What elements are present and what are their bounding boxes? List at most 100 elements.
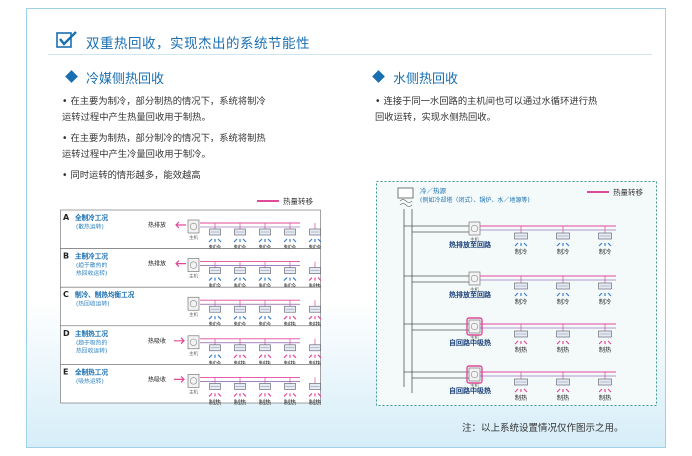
heat-arrow-icon: [308, 277, 322, 282]
indoor-unit-icon: 制热: [308, 344, 322, 368]
cool-arrow-icon: [556, 242, 570, 247]
unit-label: 主机: [189, 234, 198, 241]
indoor-unit-icon: 制冷: [258, 305, 272, 329]
unit-mode-label: 制冷: [234, 321, 246, 329]
unit-mode-label: 制冷: [209, 244, 221, 252]
indoor-unit-icon: 制热: [283, 344, 297, 368]
row-subtitle: 热回收运转): [76, 346, 107, 354]
bullet-1-line-2: 运转过程中产生热量回收用于制热。: [62, 111, 211, 123]
unit-mode-label: 制冷: [209, 321, 221, 329]
unit-mode-label: 制热: [309, 398, 322, 406]
right-bullets: • 连接于同一水回路的主机间也可以通过水循环进行热 回收运转，实现水侧热回收。: [375, 94, 655, 125]
outdoor-unit-icon: 主机: [187, 335, 200, 357]
unit-mode-label: 制热: [515, 346, 528, 354]
unit-mode-label: 制热: [515, 394, 528, 402]
heat-arrow-icon: [308, 315, 322, 320]
unit-mode-label: 制冷: [599, 248, 611, 256]
unit-mode-label: 制热: [599, 346, 612, 354]
heat-source-box: [397, 187, 414, 199]
heat-action-label: 热排放: [148, 260, 166, 268]
unit-mode-label: 制冷: [599, 298, 611, 306]
indoor-unit-icon: 制热: [514, 378, 528, 402]
heat-highlight: [466, 317, 483, 336]
unit-mode-label: 制热: [284, 360, 297, 368]
indoor-unit-icon: 制热: [233, 344, 247, 368]
indoor-unit-icon: 制冷: [283, 228, 297, 252]
outdoor-unit-icon: 主机: [468, 367, 481, 389]
heat-arrow-icon: [556, 388, 570, 393]
indoor-unit-icon: 制冷: [208, 344, 222, 368]
unit-mode-label: 制热: [309, 321, 322, 329]
unit-label: 主机: [189, 273, 198, 280]
outdoor-unit-icon: 主机: [468, 221, 481, 243]
left-bullets: • 在主要为制冷，部分制热的情况下，系统将制冷 运转过程中产生热量回收用于制热。…: [62, 94, 332, 184]
cool-arrow-icon: [233, 238, 247, 243]
water-branch-line: [404, 323, 469, 331]
cool-arrow-icon: [514, 292, 528, 297]
refrigerant-heat-recovery-diagram: 热量转移 A全制冷工况(散热运转)主机热排放制冷制冷制冷制冷制冷B主制冷工况(趋…: [60, 196, 322, 406]
heat-arrow-icon: [308, 354, 322, 359]
row-subtitle: (热回收运转): [76, 300, 110, 308]
left-heading: 冷媒侧热回收: [86, 72, 165, 87]
row-title: 全制冷工况: [74, 213, 108, 222]
heat-arrow-icon: [308, 392, 322, 397]
cool-arrow-icon: [208, 238, 222, 243]
row-title: 制冷、制热均衡工况: [75, 290, 135, 299]
indoor-unit-icon: 制冷: [308, 228, 322, 252]
unit-mode-label: 制热: [309, 360, 322, 368]
legend-label: 热量转移: [613, 187, 643, 197]
heat-arrow-icon: [258, 392, 272, 397]
row-letter: C: [63, 290, 69, 299]
row-title: 主制冷工况: [75, 252, 108, 261]
row-subtitle: (趋于吸热的: [76, 338, 107, 346]
cool-arrow-icon: [208, 354, 222, 359]
right-bullet-line-1: • 连接于同一水回路的主机间也可以通过水循环进行热: [375, 96, 598, 107]
unit-mode-label: 制热: [284, 321, 297, 329]
row-subtitle: (散热运转): [76, 223, 104, 231]
unit-mode-label: 制冷: [259, 321, 271, 329]
heat-arrow-icon: [258, 354, 272, 359]
unit-label: 主机: [470, 382, 479, 389]
cool-arrow-icon: [598, 242, 612, 247]
unit-mode-label: 制冷: [284, 244, 296, 252]
unit-group: 主机自回路中吸热制热制热制热: [404, 317, 616, 354]
unit-mode-label: 制冷: [259, 244, 271, 252]
indoor-unit-icon: 制冷: [258, 228, 272, 252]
title-divider: [48, 54, 652, 55]
indoor-unit-icon: 制热: [556, 330, 570, 354]
unit-mode-label: 制冷: [234, 244, 246, 252]
heat-arrow-icon: [208, 392, 222, 397]
mode-row: C制冷、制热均衡工况(热回收运转)主机制冷制冷制冷制热制热: [60, 286, 322, 329]
unit-mode-label: 制热: [284, 398, 297, 406]
heat-in-arrow-icon: [174, 337, 185, 345]
unit-mode-label: 制热: [557, 346, 570, 354]
outdoor-unit-icon: 主机: [187, 219, 200, 241]
indoor-unit-icon: 制冷: [598, 282, 612, 306]
cool-arrow-icon: [258, 238, 272, 243]
outdoor-unit-icon: 主机: [468, 271, 481, 293]
cool-arrow-icon: [233, 277, 247, 282]
row-subtitle: (吸热运转): [76, 377, 104, 385]
cool-arrow-icon: [208, 277, 222, 282]
unit-mode-label: 制热: [599, 394, 612, 402]
water-loop-line: [403, 209, 413, 393]
unit-mode-label: 制冷: [515, 248, 527, 256]
row-letter: E: [63, 367, 68, 376]
unit-label: 主机: [189, 311, 198, 318]
indoor-unit-icon: 制热: [308, 383, 322, 406]
indoor-unit-icon: 制冷: [208, 305, 222, 329]
row-letter: B: [63, 252, 69, 261]
heat-arrow-icon: [556, 340, 570, 345]
unit-mode-label: 制冷: [209, 283, 221, 291]
heat-action-label: 热吸收: [148, 375, 166, 383]
heat-out-arrow-icon: [175, 221, 186, 229]
right-bullet-line-2: 回收运转，实现水侧热回收。: [375, 111, 496, 123]
indoor-unit-icon: 制热: [233, 383, 247, 406]
row-letter: D: [63, 329, 70, 338]
indoor-unit-icon: 制热: [208, 383, 222, 406]
indoor-unit-icon: 制热: [598, 378, 612, 402]
heat-arrow-icon: [233, 392, 247, 397]
